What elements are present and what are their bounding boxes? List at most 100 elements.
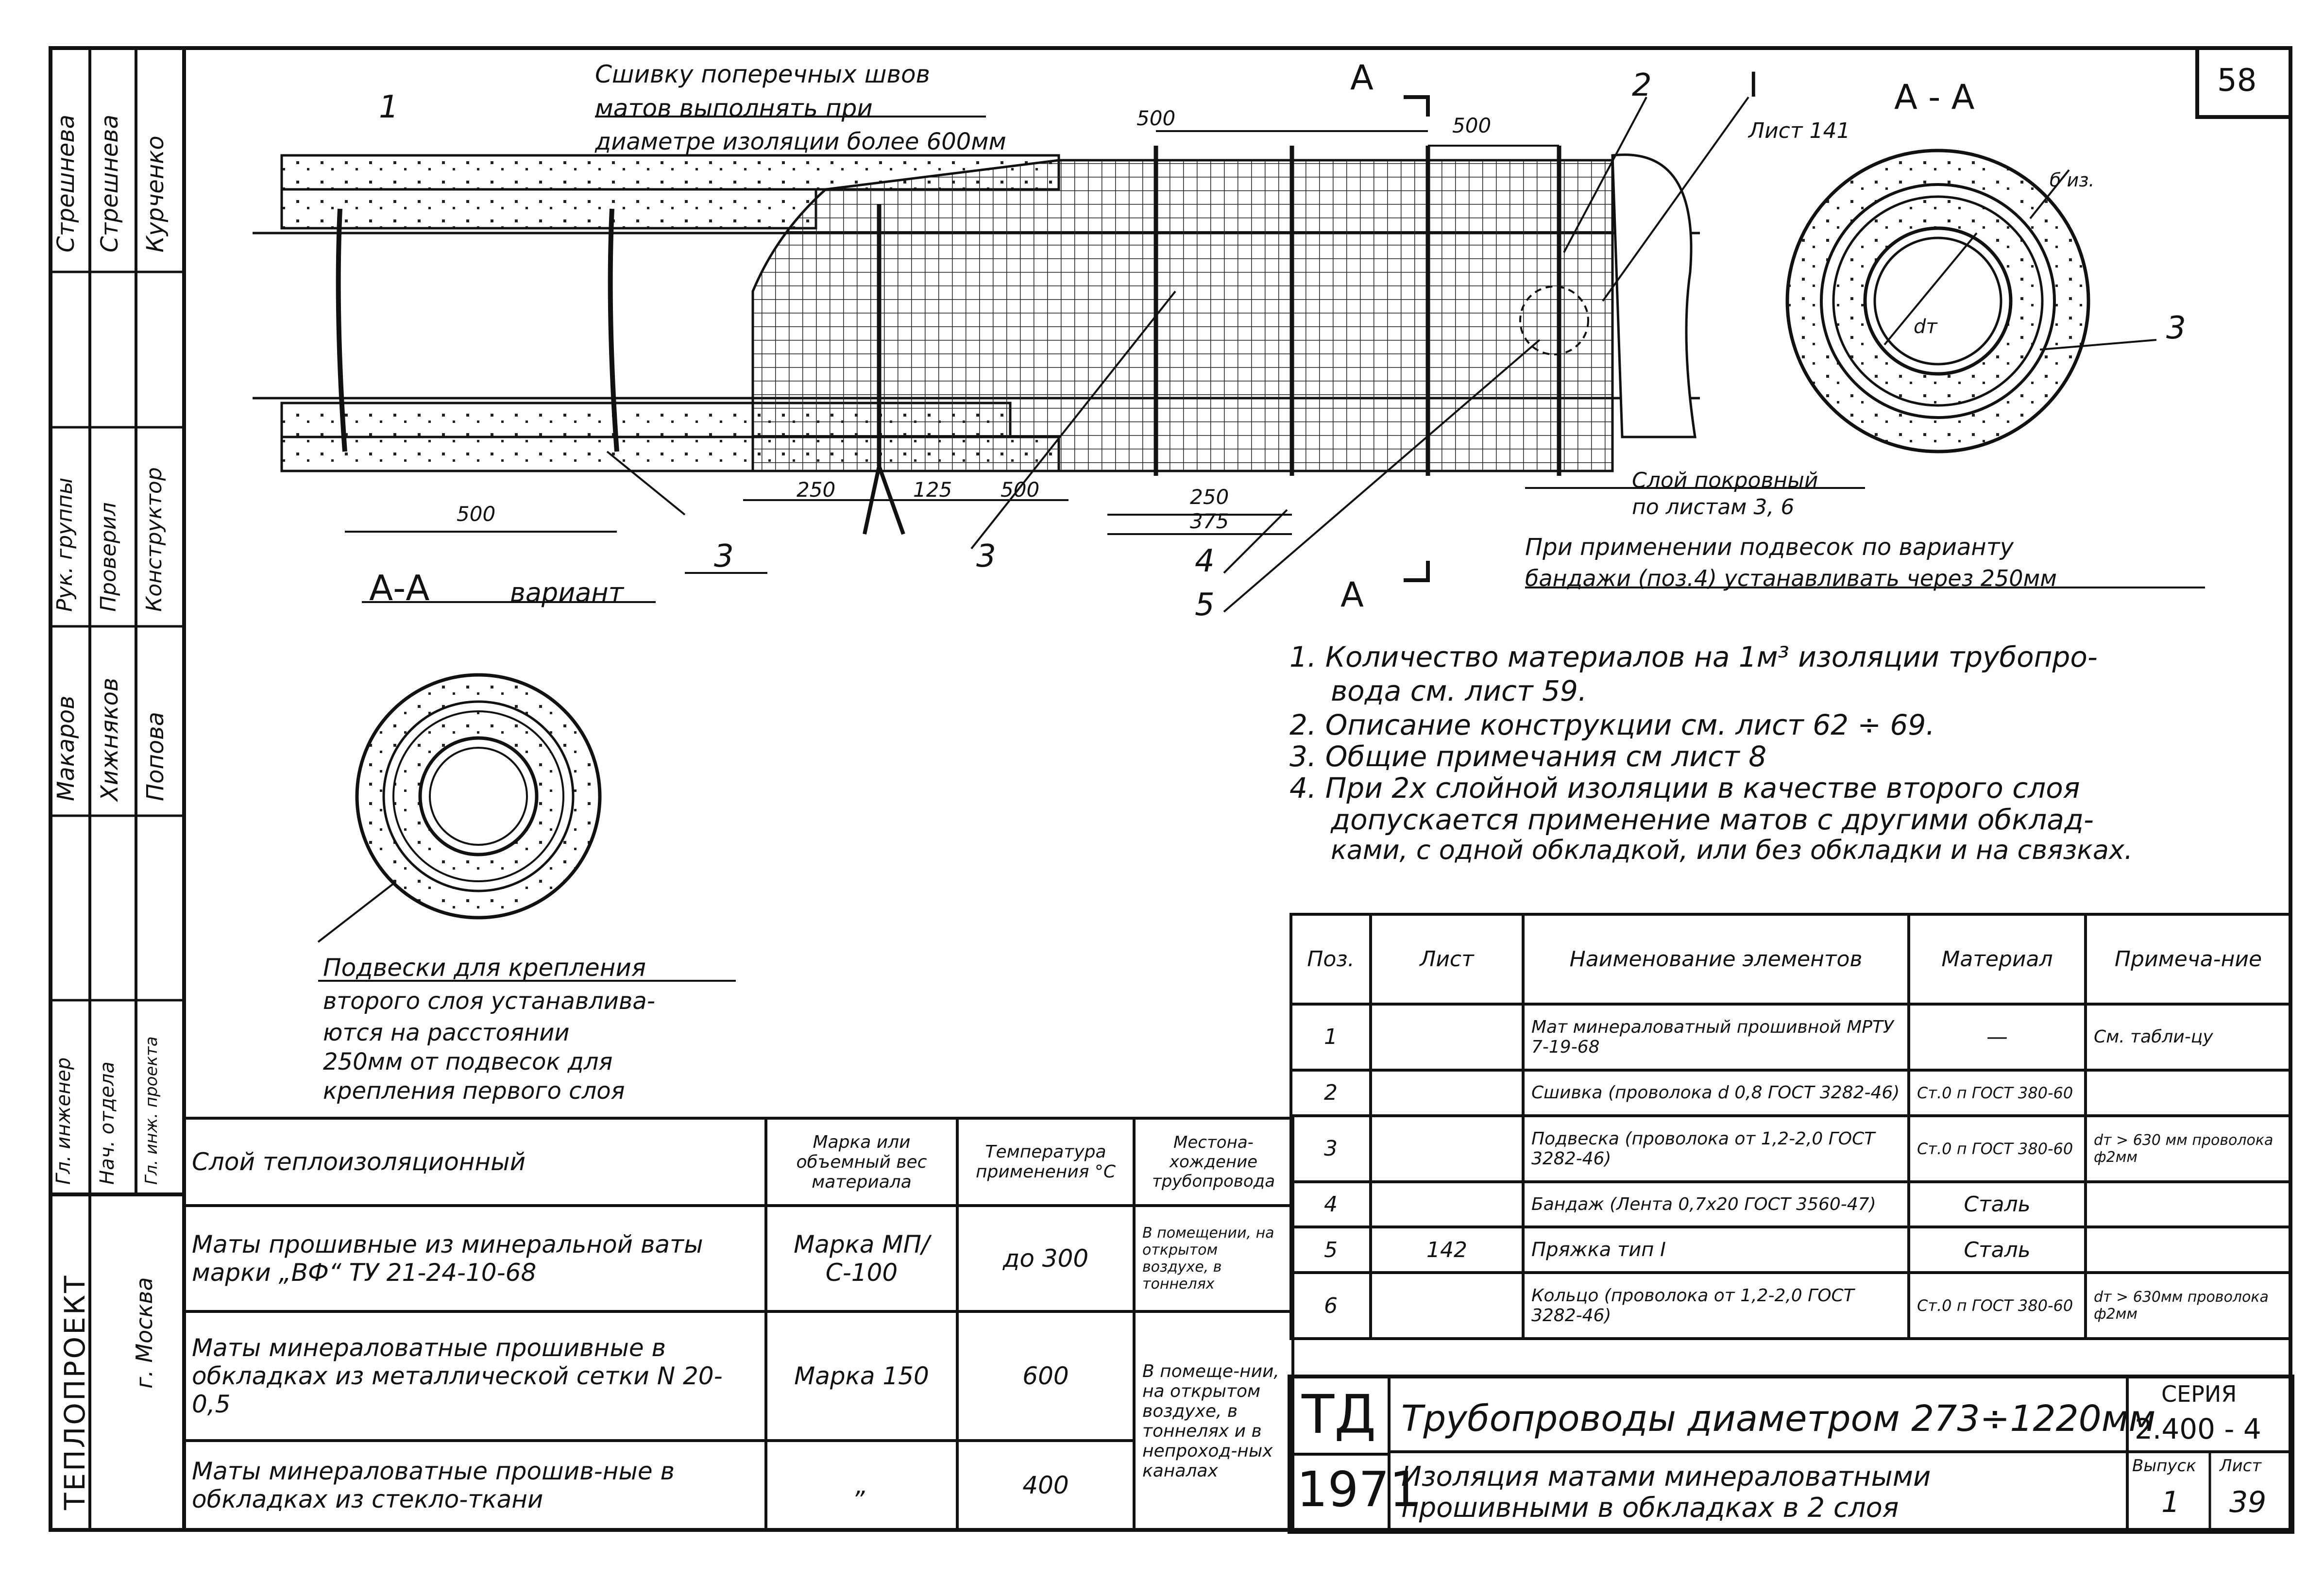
issue-value: 1	[2161, 1485, 2180, 1519]
layer-cell: Марка МП/С-100	[764, 1204, 959, 1313]
spec-row: 5 142 Пряжка тип I Сталь	[1289, 1225, 2292, 1275]
spec-row: 2 Сшивка (проволока d 0,8 ГОСТ 3282-46) …	[1289, 1068, 2292, 1117]
spec-row: 3 Подвеска (проволока от 1,2-2,0 ГОСТ 32…	[1289, 1114, 2292, 1183]
spec-cell	[2084, 1225, 2292, 1275]
spec-cell	[2084, 1180, 2292, 1229]
hanger-note-line-5: крепления первого слоя	[323, 1077, 625, 1105]
sheet-number: 58	[2217, 63, 2257, 99]
spec-cell: Сталь	[1907, 1225, 2087, 1275]
hanger-note-line-2: второго слоя устанавлива-	[323, 988, 656, 1015]
spec-cell	[1369, 1180, 1525, 1229]
pos-label-3a: 3	[714, 538, 734, 574]
dim-bottom-4: 500	[1001, 478, 1040, 502]
layer-cell: В помеще-нии, на открытом воздухе, в тон…	[1133, 1310, 1294, 1532]
general-note-4b: допускается применение матов с другими о…	[1331, 803, 2094, 836]
pos-label-1: 1	[379, 89, 399, 125]
series-label: СЕРИЯ	[2161, 1381, 2237, 1407]
sheet-label: Лист	[2220, 1456, 2262, 1476]
layer-table: Слой теплоизоляционный Марка или объемны…	[182, 1117, 1294, 1532]
general-note-2: 2. Описание конструкции см. лист 62 ÷ 69…	[1289, 708, 1935, 741]
dim-bottom-6: 375	[1190, 509, 1229, 533]
variant-word: вариант	[510, 577, 624, 608]
layer-cell: 600	[956, 1310, 1136, 1442]
spec-cell: Сшивка (проволока d 0,8 ГОСТ 3282-46)	[1522, 1068, 1910, 1117]
spec-cell: 5	[1289, 1225, 1372, 1275]
detail-mark: I	[1748, 65, 1759, 105]
dim-top-1: 500	[1137, 106, 1176, 130]
section-aa-title: А - А	[1894, 77, 1975, 117]
seam-note-line-1: Сшивку поперечных швов	[595, 60, 931, 88]
layer-cell: Маты прошивные из минеральной ваты марки…	[182, 1204, 767, 1313]
spec-header-name: Наименование элементов	[1522, 913, 1910, 1006]
spec-cell: Подвеска (проволока от 1,2-2,0 ГОСТ 3282…	[1522, 1114, 1910, 1183]
spec-cell: Мат минераловатный прошивной МРТУ 7-19-6…	[1522, 1003, 1910, 1072]
pos-label-2: 2	[1632, 67, 1652, 103]
layer-cell: Марка 150	[764, 1310, 959, 1442]
spec-cell: Кольцо (проволока от 1,2-2,0 ГОСТ 3282-4…	[1522, 1271, 1910, 1340]
spec-cell: См. табли-цу	[2084, 1003, 2292, 1072]
layer-header-grade: Марка или объемный вес материала	[764, 1117, 959, 1207]
general-note-4: 4. При 2х слойной изоляции в качестве вт…	[1289, 772, 2080, 805]
seam-note-line-3: диаметре изоляции более 600мм	[595, 128, 1006, 155]
spec-header-material: Материал	[1907, 913, 2087, 1006]
layer-row: Маты минераловатные прошив-ные в обкладк…	[182, 1439, 1293, 1532]
layer-cell: В помещении, на открытом воздухе, в тонн…	[1133, 1204, 1294, 1313]
spec-cell: 4	[1289, 1180, 1372, 1229]
layer-cell: до 300	[956, 1204, 1136, 1313]
pos-label-4: 4	[1195, 543, 1215, 579]
series-value: 2.400 - 4	[2135, 1412, 2261, 1445]
spec-cell: 3	[1289, 1114, 1372, 1183]
spec-cell: dт > 630мм проволока ф2мм	[2084, 1271, 2292, 1340]
seam-note-line-2: матов выполнять при	[595, 94, 873, 122]
cover-note-line-2: по листам 3, 6	[1632, 495, 1795, 520]
spec-cell	[1369, 1003, 1525, 1072]
layer-row: Маты прошивные из минеральной ваты марки…	[182, 1204, 1294, 1313]
dim-dt-label: dт	[1914, 316, 1937, 338]
spec-cell: —	[1907, 1003, 2087, 1072]
section-mark-bottom: А	[1340, 575, 1364, 615]
general-note-1b: вода см. лист 59.	[1331, 674, 1587, 707]
sheet-number-box	[2195, 46, 2292, 119]
issue-label: Выпуск	[2132, 1456, 2196, 1476]
hanger-note-line-3: ются на расстоянии	[323, 1019, 570, 1046]
title-year: 1971	[1297, 1461, 1421, 1518]
detail-sheet: Лист 141	[1748, 118, 1850, 143]
title-td: ТД	[1302, 1383, 1376, 1445]
sheet-value: 39	[2229, 1485, 2267, 1519]
spec-cell: 1	[1289, 1003, 1372, 1072]
dim-bottom-2: 250	[797, 478, 836, 502]
spec-cell	[2084, 1068, 2292, 1117]
spec-cell: Пряжка тип I	[1522, 1225, 1910, 1275]
layer-cell: Маты минераловатные прошивные в обкладка…	[182, 1310, 767, 1442]
dim-bottom-3: 125	[913, 478, 952, 502]
spec-cell	[1369, 1271, 1525, 1340]
spec-cell	[1369, 1068, 1525, 1117]
variant-title: А-А	[369, 568, 430, 608]
pos-label-5: 5	[1195, 587, 1215, 623]
title-main: Трубопроводы диаметром 273÷1220мм	[1401, 1398, 2156, 1440]
spec-cell: Сталь	[1907, 1180, 2087, 1229]
dim-bottom-1: 500	[457, 502, 496, 526]
general-note-1: 1. Количество материалов на 1м³ изоляции…	[1289, 640, 2098, 673]
spec-header-sheet: Лист	[1369, 913, 1525, 1006]
spec-cell: Ст.0 п ГОСТ 380-60	[1907, 1068, 2087, 1117]
spec-header-pos: Поз.	[1289, 913, 1372, 1006]
layer-header-temp: Температура применения °С	[956, 1117, 1136, 1207]
spec-cell: 142	[1369, 1225, 1525, 1275]
spec-table: Поз. Лист Наименование элементов Материа…	[1289, 913, 2292, 1340]
spec-cell: 2	[1289, 1068, 1372, 1117]
dim-iz-label: б из.	[2050, 169, 2095, 191]
layer-cell: 400	[956, 1439, 1136, 1532]
spec-cell: Бандаж (Лента 0,7х20 ГОСТ 3560-47)	[1522, 1180, 1910, 1229]
layer-cell: Маты минераловатные прошив-ные в обкладк…	[182, 1439, 767, 1532]
pos-label-3c: 3	[2166, 310, 2186, 346]
spec-row: 4 Бандаж (Лента 0,7х20 ГОСТ 3560-47) Ста…	[1289, 1180, 2292, 1229]
hanger-note-line-1: Подвески для крепления	[323, 954, 646, 982]
hanger-note-line-4: 250мм от подвесок для	[323, 1048, 613, 1075]
title-subtitle: Изоляция матами минераловатными прошивны…	[1401, 1461, 1931, 1524]
general-note-4c: ками, с одной обкладкой, или без обкладк…	[1331, 835, 2133, 865]
